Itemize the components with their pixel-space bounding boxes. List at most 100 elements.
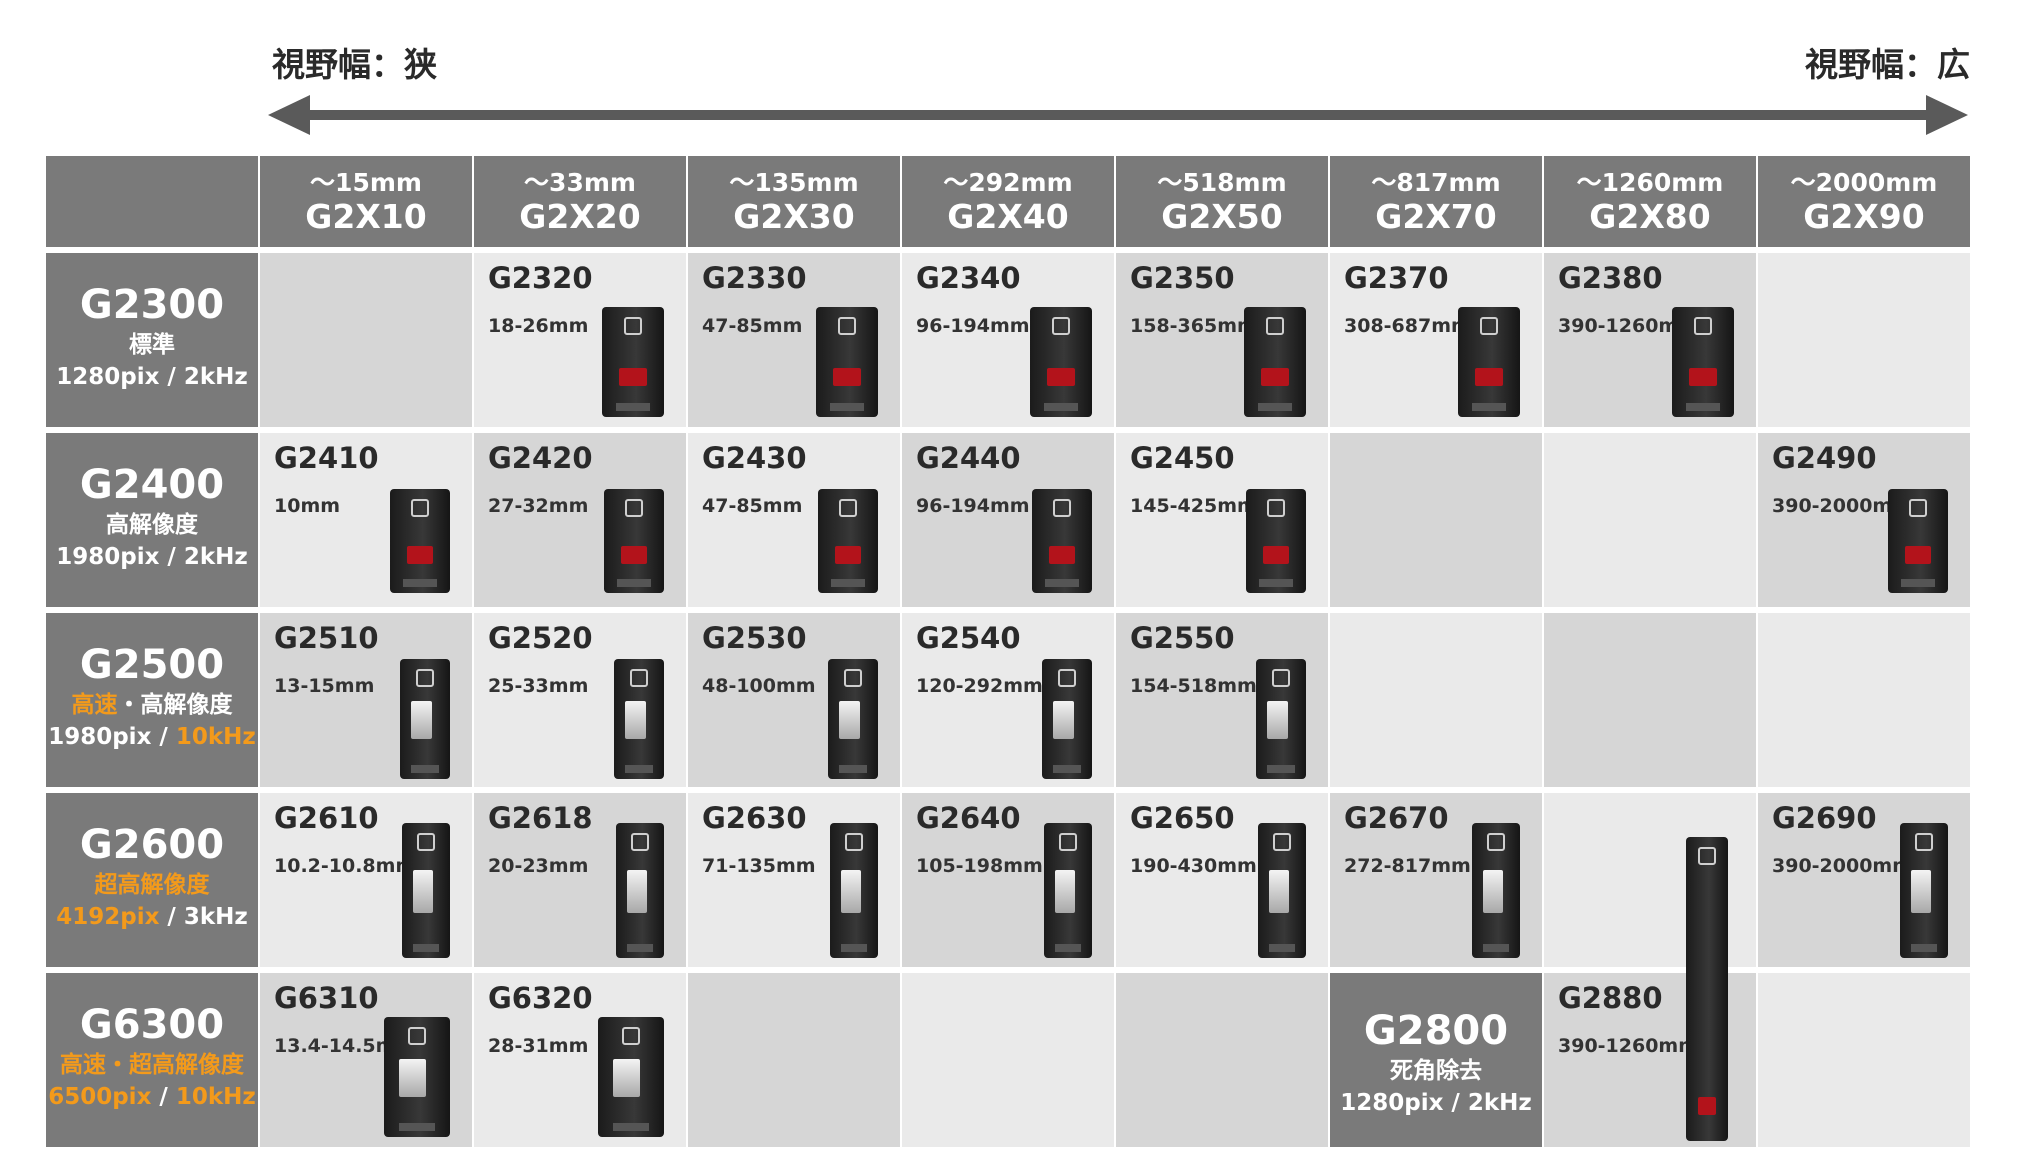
camera-image xyxy=(1032,489,1092,593)
product-cell[interactable]: G2440 96-194mm xyxy=(902,433,1114,607)
camera-base xyxy=(1471,403,1507,411)
red-laser-window xyxy=(1689,368,1717,386)
series-resolution: 4192pix / 3kHz xyxy=(46,901,258,933)
camera-image xyxy=(1900,823,1948,958)
product-range: 20-23mm xyxy=(488,855,589,877)
logo-badge-icon xyxy=(1052,317,1070,335)
red-laser-window xyxy=(833,368,861,386)
product-cell[interactable]: G2340 96-194mm xyxy=(902,253,1114,427)
camera-image xyxy=(818,489,878,593)
product-range: 390-1260mm xyxy=(1558,315,1699,337)
camera-image xyxy=(1246,489,1306,593)
glass-window xyxy=(1054,870,1075,913)
camera-base xyxy=(617,579,651,587)
logo-badge-icon xyxy=(417,833,435,851)
product-range: 28-31mm xyxy=(488,1035,589,1057)
logo-badge-icon xyxy=(1487,833,1505,851)
camera-image xyxy=(1672,307,1734,417)
logo-badge-icon xyxy=(1273,833,1291,851)
product-name: G2610 xyxy=(274,801,379,835)
product-name: G6310 xyxy=(274,981,379,1015)
resolution-part: 1980pix / xyxy=(48,724,176,750)
product-name: G2340 xyxy=(916,261,1021,295)
series-name: G2300 xyxy=(79,282,225,328)
logo-badge-icon xyxy=(1915,833,1933,851)
series-name: G6300 xyxy=(79,1002,225,1048)
camera-base xyxy=(615,403,651,411)
empty-cell xyxy=(902,973,1114,1147)
product-cell[interactable]: G6320 28-31mm xyxy=(474,973,686,1147)
column-range: ～135mm xyxy=(729,168,859,197)
product-name: G2430 xyxy=(702,441,807,475)
camera-image xyxy=(1888,489,1948,593)
glass-window xyxy=(1910,870,1931,913)
camera-base xyxy=(1482,944,1510,952)
empty-cell xyxy=(1330,613,1542,787)
resolution-part: / 3kHz xyxy=(159,904,248,930)
series-feature: 超高解像度 xyxy=(94,872,210,898)
series-name: G2800 xyxy=(1363,1008,1509,1054)
resolution-part: 10kHz xyxy=(175,1084,256,1110)
product-name: G2440 xyxy=(916,441,1021,475)
camera-base xyxy=(840,944,868,952)
logo-badge-icon xyxy=(411,499,429,517)
column-model: G2X40 xyxy=(947,197,1069,236)
product-range: 96-194mm xyxy=(916,315,1030,337)
empty-cell xyxy=(1544,433,1756,607)
red-laser-window xyxy=(619,368,647,386)
fov-arrow xyxy=(268,95,1968,135)
product-range: 47-85mm xyxy=(702,495,803,517)
red-laser-window xyxy=(1048,546,1076,564)
product-range: 27-32mm xyxy=(488,495,589,517)
camera-base xyxy=(412,944,440,952)
glass-window xyxy=(1267,701,1288,739)
product-range: 390-1260mm xyxy=(1558,1035,1699,1057)
column-range: ～518mm xyxy=(1157,168,1287,197)
camera-base xyxy=(1268,944,1296,952)
product-cell[interactable]: G2430 47-85mm xyxy=(688,433,900,607)
series-feature: 高速・高解像度 xyxy=(46,689,258,721)
product-range: 390-2000mm xyxy=(1772,495,1913,517)
series-feature: 高解像度 xyxy=(106,512,198,538)
product-range: 18-26mm xyxy=(488,315,589,337)
product-range: 120-292mm xyxy=(916,675,1043,697)
empty-cell xyxy=(1330,433,1542,607)
camera-base xyxy=(1053,765,1081,773)
logo-badge-icon xyxy=(838,317,856,335)
product-range: 71-135mm xyxy=(702,855,816,877)
product-name: G6320 xyxy=(488,981,593,1015)
column-range: ～2000mm xyxy=(1790,168,1938,197)
product-range: 96-194mm xyxy=(916,495,1030,517)
empty-cell xyxy=(1758,973,1970,1147)
product-range: 48-100mm xyxy=(702,675,816,697)
resolution-part: / xyxy=(151,1084,176,1110)
camera-base xyxy=(1685,403,1721,411)
red-laser-window xyxy=(1262,546,1290,564)
